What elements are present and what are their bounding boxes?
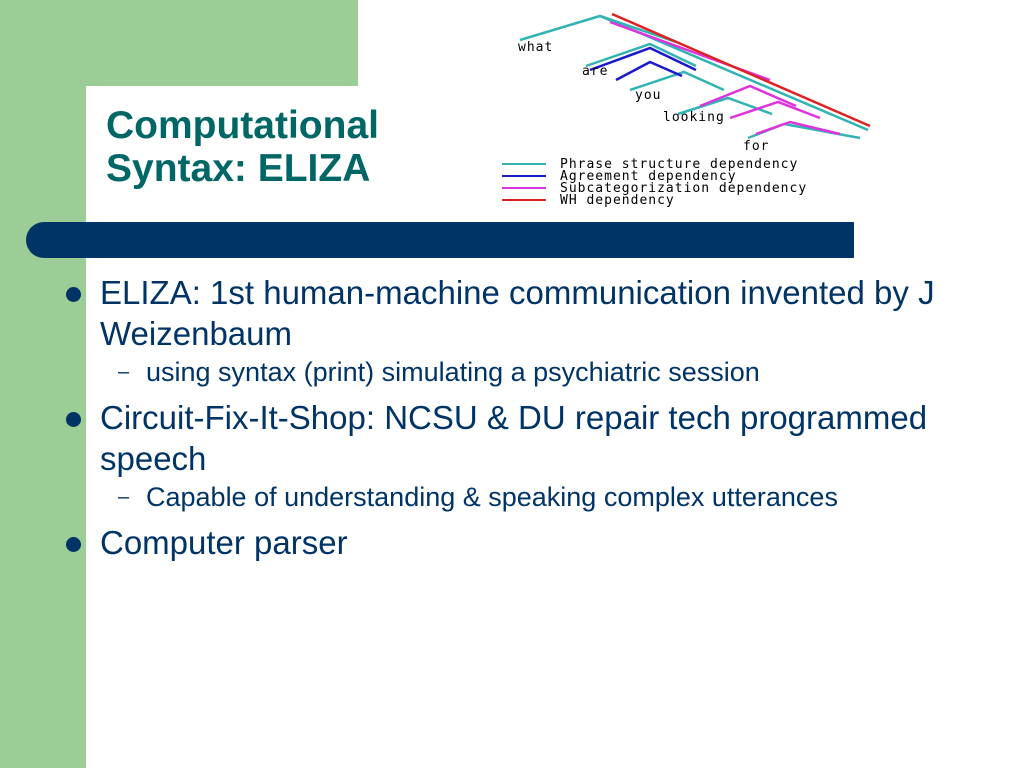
bullet-text: Computer parser [100, 524, 348, 561]
word-what: what [518, 40, 553, 55]
dash-marker: – [118, 486, 130, 508]
rounded-corner [86, 86, 206, 206]
word-are: are [582, 64, 608, 79]
green-side-band [0, 0, 86, 768]
bullet-dot [66, 412, 81, 427]
bullet-eliza: ELIZA: 1st human-machine communication i… [60, 272, 990, 354]
word-for: for [743, 139, 769, 154]
bullet-computer-parser: Computer parser [60, 522, 990, 563]
bullet-dot [66, 537, 81, 552]
word-you: you [635, 88, 661, 103]
legend-agreement: Agreement dependency [560, 169, 737, 184]
legend-subcategorization: Subcategorization dependency [560, 181, 807, 196]
bullet-list: ELIZA: 1st human-machine communication i… [60, 270, 990, 563]
bullet-circuit-fix-it-shop: Circuit-Fix-It-Shop: NCSU & DU repair te… [60, 397, 990, 479]
slide-title: Computational Syntax: ELIZA [106, 104, 379, 190]
title-divider-bar [26, 222, 854, 258]
bullet-dot [66, 287, 81, 302]
sub-bullet-text: using syntax (print) simulating a psychi… [146, 357, 760, 387]
agreement-lines [589, 46, 697, 82]
dependency-diagram: what are you looking for Phrase structur… [502, 12, 871, 208]
bullet-text: ELIZA: 1st human-machine communication i… [100, 274, 935, 352]
word-looking: looking [663, 110, 725, 125]
wh-dependency-lines [611, 12, 871, 128]
dash-marker: – [118, 361, 130, 383]
sub-bullet-eliza: – using syntax (print) simulating a psyc… [60, 354, 990, 391]
sub-bullet-text: Capable of understanding & speaking comp… [146, 482, 838, 512]
bullet-text: Circuit-Fix-It-Shop: NCSU & DU repair te… [100, 399, 928, 477]
title-line-2: Syntax: ELIZA [106, 147, 371, 190]
green-top-band [86, 0, 358, 86]
subcategorization-lines [609, 20, 841, 136]
diagram-legend: Phrase structure dependency Agreement de… [502, 157, 807, 208]
title-line-1: Computational [106, 104, 379, 147]
legend-wh: WH dependency [560, 193, 675, 208]
legend-phrase-structure: Phrase structure dependency [560, 157, 798, 172]
sub-bullet-circuit: – Capable of understanding & speaking co… [60, 479, 990, 516]
